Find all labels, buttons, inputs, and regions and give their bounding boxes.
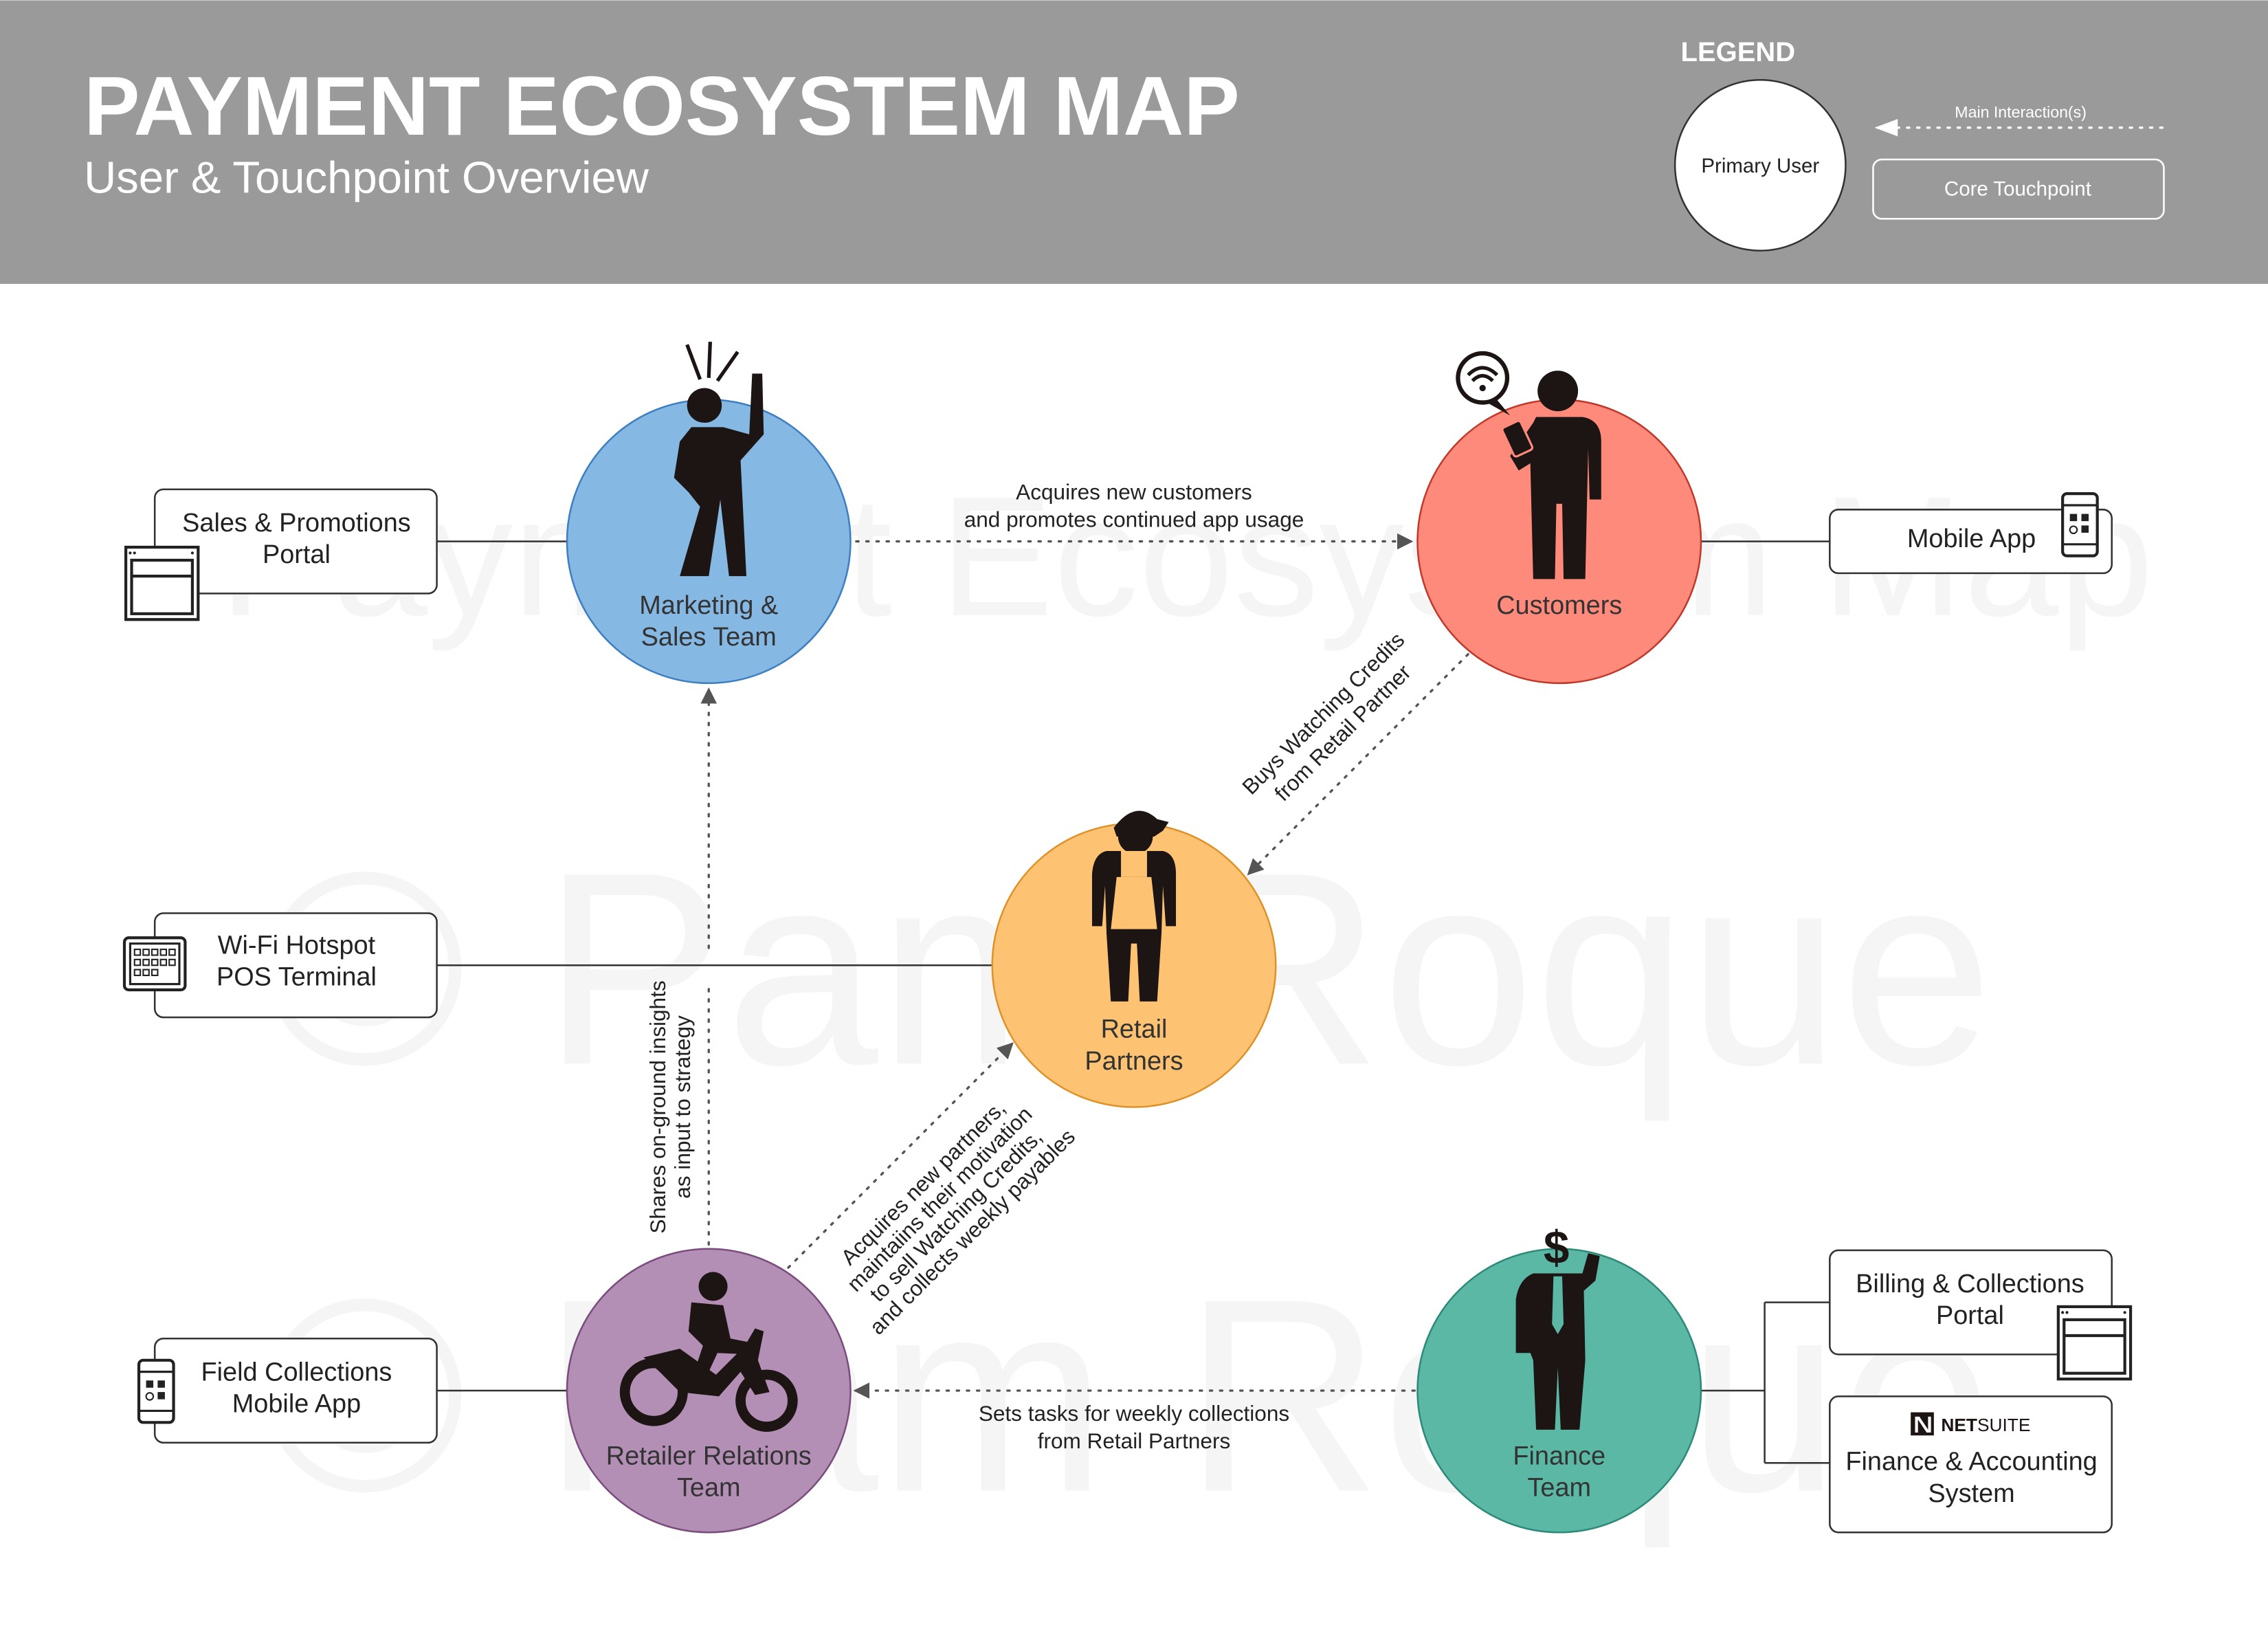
- legend: LEGEND Primary User Main Interaction(s) …: [1674, 37, 2165, 252]
- smartphone-apps-icon: [137, 1358, 175, 1424]
- svg-text:Partners: Partners: [1085, 1047, 1183, 1076]
- label-relations-marketing: Shares on-ground insights as input to st…: [645, 980, 695, 1233]
- page-subtitle: User & Touchpoint Overview: [84, 152, 649, 202]
- arrow-customers-to-retail: [1247, 653, 1469, 876]
- svg-text:Portal: Portal: [263, 540, 331, 569]
- shopkeeper-figure-icon: [1091, 810, 1177, 1002]
- motorbike-rider-figure-icon: [619, 1272, 798, 1432]
- finance-person-figure-icon: $: [1515, 1222, 1600, 1430]
- touchpoint-finance-accounting-system[interactable]: NETSUITE Finance & Accounting System: [1829, 1395, 2113, 1534]
- svg-text:NETSUITE: NETSUITE: [1941, 1415, 2030, 1435]
- salesperson-figure-icon: [674, 342, 764, 577]
- svg-text:Acquires new customers: Acquires new customers: [1016, 480, 1252, 505]
- svg-text:Buys Watching Credits: Buys Watching Credits: [1237, 627, 1409, 799]
- legend-interaction-label: Main Interaction(s): [1955, 103, 2087, 121]
- legend-touchpoint-label: Core Touchpoint: [1944, 178, 2091, 201]
- customer-with-phone-figure-icon: [1501, 371, 1601, 579]
- svg-text:Shares on-ground insights: Shares on-ground insights: [645, 980, 670, 1233]
- legend-arrowhead: [1874, 119, 1898, 137]
- svg-text:Customers: Customers: [1496, 591, 1622, 620]
- header-banner: [0, 0, 2268, 284]
- user-retail-partners[interactable]: Retail Partners: [991, 810, 1277, 1108]
- user-marketing-sales[interactable]: Marketing & Sales Team: [566, 342, 852, 685]
- watermark: © Pam Roque: [263, 1241, 1993, 1550]
- svg-text:from Retail Partners: from Retail Partners: [1038, 1428, 1231, 1453]
- legend-title: LEGEND: [1681, 37, 1796, 67]
- svg-text:Retailer Relations: Retailer Relations: [606, 1441, 812, 1470]
- svg-text:Wi-Fi Hotspot: Wi-Fi Hotspot: [218, 931, 376, 960]
- svg-text:Finance & Accounting: Finance & Accounting: [1845, 1448, 2097, 1477]
- pos-terminal-icon: [122, 936, 187, 992]
- dollar-sign-icon: $: [1544, 1222, 1569, 1274]
- svg-text:Finance: Finance: [1513, 1441, 1605, 1470]
- user-customers[interactable]: Customers: [1416, 351, 1702, 685]
- user-finance-team[interactable]: $ Finance Team: [1416, 1222, 1702, 1534]
- svg-text:Mobile App: Mobile App: [232, 1390, 361, 1419]
- wifi-bubble-icon: [1456, 351, 1511, 416]
- svg-text:Billing & Collections: Billing & Collections: [1856, 1270, 2084, 1298]
- svg-text:Retail: Retail: [1101, 1015, 1168, 1043]
- svg-text:Team: Team: [677, 1474, 741, 1503]
- svg-text:Sales Team: Sales Team: [641, 623, 777, 652]
- touchpoint-sales-promotions-portal[interactable]: Sales & Promotions Portal: [124, 488, 438, 621]
- label-marketing-customers: Acquires new customers and promotes cont…: [964, 480, 1304, 532]
- netsuite-logo: NETSUITE: [1911, 1412, 2030, 1436]
- legend-primary-user-label: Primary User: [1701, 155, 1819, 177]
- legend-touchpoint-box: [1872, 158, 2165, 220]
- svg-text:as input to strategy: as input to strategy: [670, 1015, 695, 1199]
- browser-window-icon: [124, 545, 200, 621]
- label-finance-relations: Sets tasks for weekly collections from R…: [979, 1401, 1289, 1453]
- touchpoint-billing-collections-portal[interactable]: Billing & Collections Portal: [1829, 1249, 2133, 1381]
- svg-text:System: System: [1928, 1479, 2014, 1508]
- svg-text:Field Collections: Field Collections: [201, 1358, 392, 1386]
- page-title: PAYMENT ECOSYSTEM MAP: [84, 59, 1240, 153]
- svg-text:POS Terminal: POS Terminal: [216, 963, 377, 992]
- svg-text:Sales & Promotions: Sales & Promotions: [182, 509, 411, 538]
- touchpoint-mobile-app[interactable]: Mobile App: [1829, 492, 2113, 575]
- arrow-relations-to-retail: [787, 1042, 1014, 1269]
- legend-primary-user-circle: [1674, 78, 1847, 252]
- browser-window-icon: [2056, 1305, 2133, 1381]
- svg-text:Mobile App: Mobile App: [1907, 524, 2036, 553]
- touchpoint-connectors: [436, 540, 1830, 1464]
- touchpoint-field-collections-app[interactable]: Field Collections Mobile App: [137, 1337, 438, 1444]
- svg-text:Sets tasks for weekly collecti: Sets tasks for weekly collections: [979, 1401, 1289, 1426]
- svg-text:Team: Team: [1527, 1474, 1591, 1503]
- smartphone-apps-icon: [2061, 492, 2099, 557]
- touchpoint-wifi-pos[interactable]: Wi-Fi Hotspot POS Terminal: [122, 912, 438, 1019]
- user-retailer-relations[interactable]: Retailer Relations Team: [566, 1248, 852, 1534]
- svg-text:and promotes continued app usa: and promotes continued app usage: [964, 507, 1304, 532]
- svg-text:Marketing &: Marketing &: [639, 591, 778, 620]
- svg-text:Portal: Portal: [1936, 1301, 2004, 1330]
